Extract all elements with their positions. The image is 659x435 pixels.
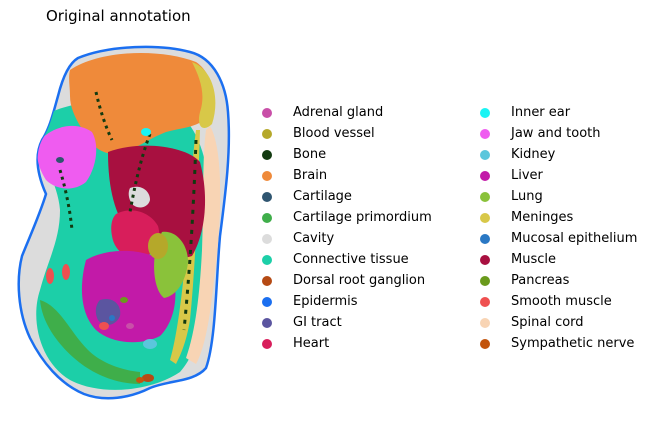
pancreas-region	[120, 297, 128, 303]
legend-marker	[480, 275, 490, 286]
adrenal-gland-region	[126, 323, 134, 329]
legend-label: Bone	[293, 147, 327, 162]
legend-entry: Jaw and tooth	[480, 123, 637, 144]
legend-label: Muscle	[511, 252, 556, 267]
legend-label: Dorsal root ganglion	[293, 273, 426, 288]
legend-marker	[262, 338, 272, 349]
legend-marker	[262, 191, 272, 202]
smooth-muscle-region	[46, 268, 54, 284]
smooth-muscle-region-3	[99, 322, 109, 330]
legend-marker	[480, 317, 490, 328]
legend-label: Lung	[511, 189, 543, 204]
smooth-muscle-region-2	[62, 264, 70, 280]
brain-region	[69, 52, 212, 155]
legend-marker	[480, 212, 490, 223]
meninges-region	[192, 62, 216, 128]
legend-label: Adrenal gland	[293, 105, 384, 120]
spinal-cord-region	[186, 126, 221, 364]
legend-entry: Meninges	[480, 207, 637, 228]
legend-label: Epidermis	[293, 294, 358, 309]
legend-label: Meninges	[511, 210, 574, 225]
legend-entry: GI tract	[262, 312, 432, 333]
legend-entry: Epidermis	[262, 291, 432, 312]
legend-label: Blood vessel	[293, 126, 375, 141]
legend-marker	[480, 128, 490, 139]
legend-entry: Brain	[262, 165, 432, 186]
legend-marker	[262, 107, 272, 118]
legend-entry: Adrenal gland	[262, 102, 432, 123]
legend-label: Spinal cord	[511, 315, 584, 330]
legend-label: Mucosal epithelium	[511, 231, 638, 246]
legend-entry: Inner ear	[480, 102, 637, 123]
legend-entry: Smooth muscle	[480, 291, 637, 312]
legend-entry: Connective tissue	[262, 249, 432, 270]
legend-entry: Spinal cord	[480, 312, 637, 333]
legend-label: Pancreas	[511, 273, 570, 288]
legend-marker	[480, 296, 490, 307]
legend-marker	[262, 128, 272, 139]
legend-label: Sympathetic nerve	[511, 336, 635, 351]
legend-entry: Pancreas	[480, 270, 637, 291]
legend-marker	[480, 233, 490, 244]
legend-label: Inner ear	[511, 105, 571, 120]
legend-label: Connective tissue	[293, 252, 409, 267]
legend-entry: Cavity	[262, 228, 432, 249]
bone-vertebrae	[182, 139, 198, 331]
bone-region	[58, 91, 152, 231]
legend-marker	[262, 275, 272, 286]
legend-label: Jaw and tooth	[511, 126, 601, 141]
inner-ear-region	[141, 128, 151, 136]
jaw-and-tooth-region	[37, 125, 97, 189]
legend-entry: Bone	[262, 144, 432, 165]
legend-label: Smooth muscle	[511, 294, 612, 309]
legend-entry: Cartilage	[262, 186, 432, 207]
legend-entry: Kidney	[480, 144, 637, 165]
legend-label: Cavity	[293, 231, 335, 246]
legend-entry: Blood vessel	[262, 123, 432, 144]
sympathetic-nerve-region	[136, 377, 144, 383]
legend-label: Brain	[293, 168, 328, 183]
legend-marker	[480, 149, 490, 160]
legend-marker	[262, 212, 272, 223]
legend-entry: Heart	[262, 333, 432, 354]
legend-marker	[262, 233, 272, 244]
legend-label: Liver	[511, 168, 543, 183]
legend-marker	[480, 254, 490, 265]
legend-marker	[480, 170, 490, 181]
legend-label: Cartilage	[293, 189, 352, 204]
cartilage-region	[56, 157, 64, 163]
legend-entry: Dorsal root ganglion	[262, 270, 432, 291]
legend-label: Kidney	[511, 147, 556, 162]
legend-label: Cartilage primordium	[293, 210, 432, 225]
legend-entry: Liver	[480, 165, 637, 186]
legend-label: Heart	[293, 336, 330, 351]
legend-marker	[262, 254, 272, 265]
legend-entry: Muscle	[480, 249, 637, 270]
legend-marker	[262, 317, 272, 328]
heart-region	[111, 210, 160, 259]
legend-entry: Mucosal epithelium	[480, 228, 637, 249]
mucosal-epithelium-region	[109, 315, 115, 321]
legend-marker	[480, 107, 490, 118]
legend-marker	[262, 296, 272, 307]
kidney-region	[143, 339, 157, 349]
legend-marker	[262, 149, 272, 160]
cartilage-primordium-region	[40, 300, 140, 384]
legend-marker	[480, 191, 490, 202]
legend-entry: Sympathetic nerve	[480, 333, 637, 354]
embryo-tissue-map	[17, 45, 231, 400]
legend-marker	[480, 338, 490, 349]
dorsal-root-ganglion-region	[142, 374, 154, 382]
blood-vessel-region	[148, 233, 168, 259]
legend-entry: Lung	[480, 186, 637, 207]
legend-label: GI tract	[293, 315, 342, 330]
legend-marker	[262, 170, 272, 181]
cavity-region	[128, 186, 150, 208]
chart-title: Original annotation	[46, 7, 191, 25]
legend-entry: Cartilage primordium	[262, 207, 432, 228]
